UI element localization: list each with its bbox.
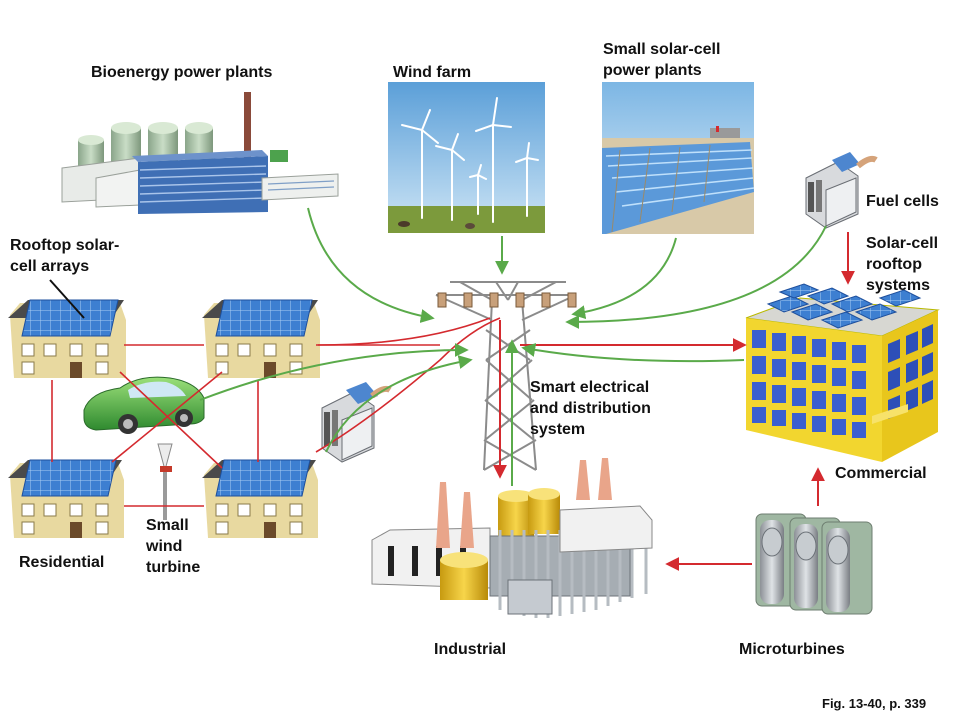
fuel-cell-illustration xyxy=(805,152,878,229)
bioenergy-plant-illustration xyxy=(61,92,339,214)
transmission-tower-illustration xyxy=(435,281,577,471)
house-top-center xyxy=(202,299,320,378)
label-microturbines: Microturbines xyxy=(739,641,845,658)
label-commercial: Commercial xyxy=(835,465,927,482)
fuel-cell-home-illustration xyxy=(321,382,392,463)
label-small-solar-cell-power-plants: Small solar-cell power plants xyxy=(603,41,721,79)
label-wind-farm: Wind farm xyxy=(393,64,472,81)
label-small-wind-turbine: Small wind turbine xyxy=(146,517,201,576)
figure-caption: Fig. 13-40, p. 339 xyxy=(822,696,927,711)
house-bottom-left xyxy=(8,459,124,538)
label-solar-cell-rooftop-systems: Solar-cell rooftop systems xyxy=(866,235,939,294)
house-top-left xyxy=(8,299,126,378)
wind-farm-photo xyxy=(388,82,545,233)
label-smart-electrical-distribution-system: Smart electrical and distribution system xyxy=(530,379,651,438)
label-fuel-cells: Fuel cells xyxy=(866,193,939,210)
label-residential: Residential xyxy=(19,554,105,571)
label-bioenergy-power-plants: Bioenergy power plants xyxy=(91,64,273,81)
electric-car-illustration xyxy=(83,376,205,434)
commercial-building-illustration xyxy=(745,283,940,462)
industrial-plant-illustration xyxy=(371,458,653,618)
arrow-rooftop-label-pointer xyxy=(49,279,85,319)
house-bottom-center xyxy=(202,459,318,538)
solar-plant-photo xyxy=(602,82,755,234)
supply-arrows xyxy=(199,207,827,486)
label-rooftop-solar-cell-arrays: Rooftop solar- cell arrays xyxy=(10,237,120,275)
microturbines-illustration xyxy=(755,513,873,615)
label-industrial: Industrial xyxy=(434,641,507,658)
small-wind-turbine-illustration xyxy=(157,443,173,520)
